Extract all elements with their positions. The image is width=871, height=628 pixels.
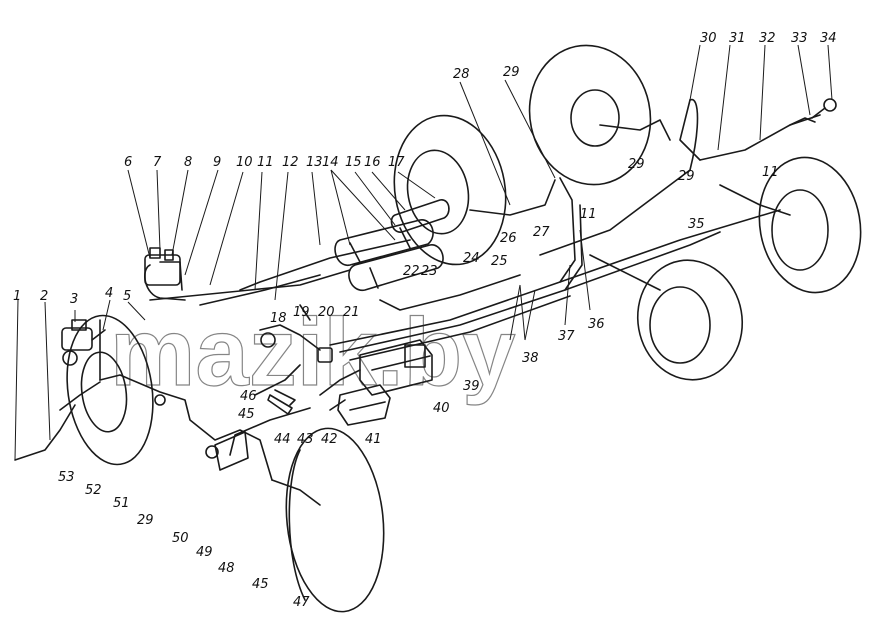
wheel-front-right	[636, 259, 744, 381]
callout-43: 43	[297, 432, 314, 447]
callout-20: 20	[318, 305, 335, 320]
valve-block-41	[337, 384, 391, 426]
trailer-coupling-33-34	[789, 98, 837, 126]
leader-lines	[14, 44, 833, 461]
callout-25: 25	[491, 254, 508, 269]
watermark-text: mazik.by	[110, 299, 516, 406]
callout-24: 24	[463, 251, 480, 266]
callout-18: 18	[270, 311, 287, 326]
callout-26: 26	[500, 231, 517, 246]
callout-32: 32	[759, 31, 776, 46]
callout-45-upper: 45	[238, 407, 255, 422]
callout-34: 34	[820, 31, 837, 46]
callout-10: 10	[236, 155, 253, 170]
callout-29-top: 29	[503, 65, 520, 80]
callout-52: 52	[85, 483, 102, 498]
callout-19: 19	[293, 305, 310, 320]
callout-9: 9	[213, 155, 221, 170]
callout-49: 49	[196, 545, 213, 560]
brake-chamber-50	[205, 445, 219, 459]
callout-28: 28	[453, 67, 470, 82]
callout-37: 37	[558, 329, 575, 344]
callout-4: 4	[105, 286, 113, 301]
callout-1: 1	[13, 289, 21, 304]
valve-block-39-40	[359, 339, 433, 396]
callout-27: 27	[533, 225, 550, 240]
compressor-assembly	[144, 247, 181, 286]
callout-5: 5	[123, 289, 131, 304]
callout-16: 16	[364, 155, 381, 170]
brake-chamber-51	[154, 394, 166, 406]
callout-3: 3	[70, 292, 78, 307]
callout-36: 36	[588, 317, 605, 332]
callout-11: 11	[257, 155, 274, 170]
callout-22: 22	[403, 264, 420, 279]
callout-29-right: 29	[678, 169, 695, 184]
callout-2: 2	[40, 289, 48, 304]
callout-11-right: 11	[762, 165, 779, 180]
callout-41: 41	[365, 432, 382, 447]
callout-44: 44	[274, 432, 291, 447]
callout-48: 48	[218, 561, 235, 576]
callout-30: 30	[700, 31, 717, 46]
callout-8: 8	[184, 155, 192, 170]
brake-chamber-18	[260, 332, 276, 348]
callout-39: 39	[463, 379, 480, 394]
callout-29-bottom: 29	[137, 513, 154, 528]
callout-17: 17	[388, 155, 405, 170]
callout-46: 46	[240, 389, 257, 404]
callout-labels: 1 2 3 4 5 6 7 8 9 10 11 12 13 14 15 16 1…	[13, 31, 837, 610]
callout-35: 35	[688, 217, 705, 232]
callout-50: 50	[172, 531, 189, 546]
callout-15: 15	[345, 155, 362, 170]
wheel-rear-left-rear	[393, 114, 507, 266]
callout-14: 14	[322, 155, 339, 170]
wheel-rear-right-front	[758, 156, 862, 294]
wheel-front-left	[66, 314, 154, 466]
callout-6: 6	[124, 155, 132, 170]
connector-20	[317, 347, 333, 363]
wheel-rear-left-front	[285, 427, 385, 613]
callout-12: 12	[282, 155, 299, 170]
callout-13: 13	[306, 155, 323, 170]
callout-40: 40	[433, 401, 450, 416]
callout-45-lower: 45	[252, 577, 269, 592]
callout-31: 31	[729, 31, 746, 46]
callout-47: 47	[293, 595, 310, 610]
callout-42: 42	[321, 432, 338, 447]
callout-53: 53	[58, 470, 75, 485]
hand-brake-lever-46	[267, 394, 293, 415]
plate-49	[214, 431, 249, 471]
callout-29-mid: 29	[628, 157, 645, 172]
callout-23: 23	[421, 264, 438, 279]
callout-33: 33	[791, 31, 808, 46]
air-reservoir-lower	[348, 244, 444, 291]
callout-51: 51	[113, 496, 130, 511]
callout-21: 21	[343, 305, 360, 320]
brake-valve-3	[61, 319, 106, 366]
wheel-rear-right-rear	[528, 44, 652, 186]
callout-38: 38	[522, 351, 539, 366]
callout-11-mid: 11	[580, 207, 597, 222]
callout-7: 7	[153, 155, 162, 170]
